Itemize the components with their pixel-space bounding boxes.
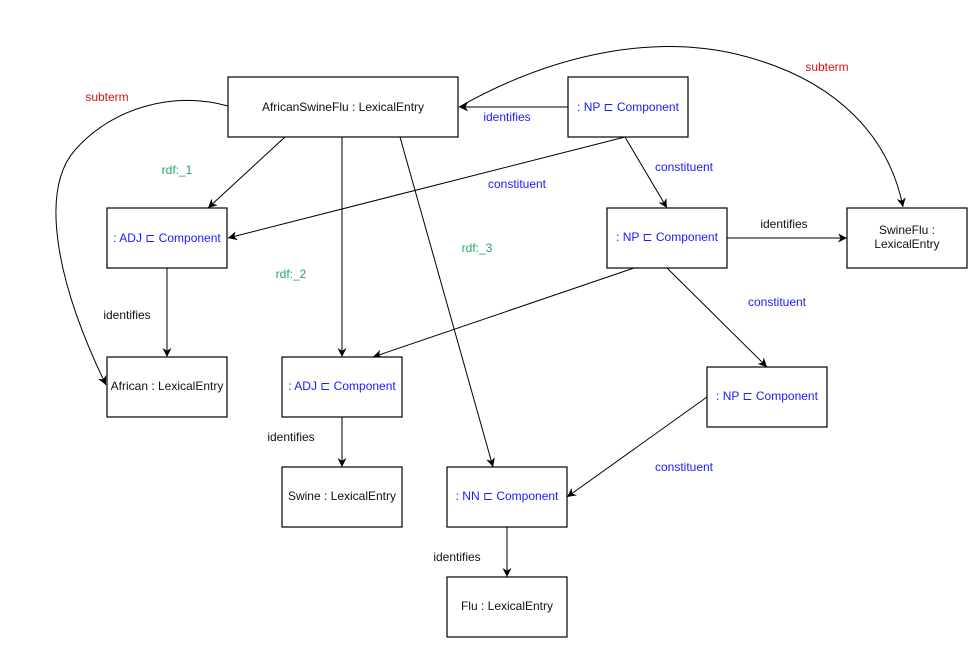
node-adj2[interactable]: : ADJ ⊏ Component [281, 356, 403, 418]
node-label: : NP ⊏ Component [577, 100, 680, 114]
label-np2-np3-constituent: constituent [748, 295, 807, 309]
node-label: LexicalEntry [874, 237, 939, 251]
node-flu[interactable]: Flu : LexicalEntry [446, 576, 568, 638]
node-swine[interactable]: Swine : LexicalEntry [281, 466, 403, 528]
label-subterm-left: subterm [85, 90, 128, 104]
nodes: AfricanSwineFlu : LexicalEntry : NP ⊏ Co… [106, 76, 968, 638]
node-label: : NN ⊏ Component [456, 489, 559, 503]
node-label: : NP ⊏ Component [716, 389, 819, 403]
node-label: AfricanSwineFlu : LexicalEntry [262, 100, 424, 114]
edge-rdf1 [207, 136, 286, 209]
label-np3-nn-constituent: constituent [655, 460, 714, 474]
node-adj1[interactable]: : ADJ ⊏ Component [106, 207, 228, 269]
label-adj2-identifies: identifies [267, 430, 314, 444]
label-nn-identifies: identifies [433, 550, 480, 564]
node-np3[interactable]: : NP ⊏ Component [706, 366, 828, 428]
edge-np1-np2 [624, 136, 668, 209]
label-np1-identifies: identifies [483, 110, 530, 124]
edge-np3-nn [566, 396, 708, 498]
node-nn[interactable]: : NN ⊏ Component [446, 466, 568, 528]
node-african[interactable]: African : LexicalEntry [106, 356, 228, 418]
label-np1-np2-constituent: constituent [655, 160, 714, 174]
edge-subterm-right [458, 46, 906, 208]
edge-np1-adj1 [227, 136, 626, 241]
node-label: : ADJ ⊏ Component [113, 231, 221, 245]
label-np2-identifies: identifies [760, 217, 807, 231]
node-african-swine-flu[interactable]: AfricanSwineFlu : LexicalEntry [227, 76, 459, 138]
node-np2[interactable]: : NP ⊏ Component [606, 207, 728, 269]
edges [55, 46, 906, 577]
edge-np2-np3 [666, 267, 768, 368]
label-rdf1: rdf:_1 [162, 163, 193, 177]
node-label: African : LexicalEntry [111, 379, 224, 393]
node-label: : ADJ ⊏ Component [288, 379, 396, 393]
label-subterm-right: subterm [805, 60, 848, 74]
label-rdf3: rdf:_3 [462, 241, 493, 255]
node-label: : NP ⊏ Component [616, 230, 719, 244]
edge-labels: subterm subterm identifies rdf:_1 rdf:_2… [85, 60, 848, 564]
node-swine-flu[interactable]: SwineFlu : LexicalEntry [846, 207, 968, 269]
label-np1-adj1-constituent: constituent [488, 177, 547, 191]
label-rdf2: rdf:_2 [276, 267, 307, 281]
edge-subterm-left [55, 100, 229, 386]
node-label: Flu : LexicalEntry [461, 599, 553, 613]
edge-rdf3 [399, 136, 495, 468]
label-adj1-identifies: identifies [103, 308, 150, 322]
node-np1[interactable]: : NP ⊏ Component [567, 76, 689, 138]
node-label: SwineFlu : [879, 223, 935, 237]
edge-np2-adj2 [372, 267, 635, 359]
node-label: Swine : LexicalEntry [288, 489, 396, 503]
